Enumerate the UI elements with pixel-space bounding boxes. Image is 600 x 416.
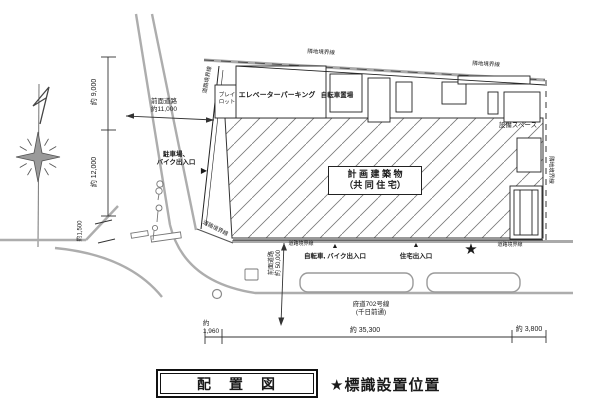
dim-south-left-line1: 約 <box>202 320 210 328</box>
boundary-road-south-center: 道路境界線 <box>288 241 314 247</box>
building-name-line2: （共 同 住 宅） <box>344 180 406 191</box>
building-name-box: 計 画 建 築 物 （共 同 住 宅） <box>328 166 422 195</box>
boundary-neighbor-top-right: 隣地境界線 <box>472 60 500 69</box>
dim-west-lower: 約 12,000 <box>90 156 98 188</box>
boundary-road-south-right: 道路境界線 <box>497 242 523 248</box>
road-name-line1: 府道702号線 <box>352 301 390 309</box>
dim-south-right: 約 3,800 <box>515 325 543 333</box>
play-lot-line1: プレイ <box>218 92 236 99</box>
residence-entrance-marker: ▲ <box>412 241 420 249</box>
dim-west-upper: 約 9,000 <box>90 78 98 106</box>
dim-corner-1500: 約1,500 <box>77 220 84 242</box>
front-road-south-line2: 約 50,000 <box>276 249 282 277</box>
dimension-lines <box>94 56 547 344</box>
dim-south-center: 約 35,300 <box>349 326 381 334</box>
drawing-title: 配 置 図 <box>160 373 314 394</box>
parking-entrance-line1: 駐車場、 <box>163 151 189 159</box>
road-islands <box>130 230 521 293</box>
building-name-line1: 計 画 建 築 物 <box>347 169 403 179</box>
road-name-label: 府道702号線 (千日前通) <box>353 301 390 317</box>
elevator-parking-label: エレベーターパーキング <box>238 91 316 99</box>
boundary-neighbor-top-left: 隣地境界線 <box>307 48 335 57</box>
site-structures <box>214 65 546 240</box>
tree-symbols <box>151 180 164 241</box>
bicycle-entrance-label: 自転車, バイク出入口 <box>304 253 366 261</box>
dimension-arrowheads <box>126 113 287 326</box>
title-box: 配 置 図 <box>156 369 318 398</box>
curb-circle <box>211 288 223 300</box>
parking-entrance-line2: バイク出入口 <box>156 159 196 166</box>
boundary-neighbor-right: 隣地境界線 <box>547 156 554 184</box>
play-lot-label: プレイ ロット <box>219 92 236 105</box>
play-lot-line2: ロット <box>218 99 236 105</box>
parking-bike-entrance-label: 駐車場、 バイク出入口 <box>157 151 196 167</box>
bicycle-entrance-marker: ▲ <box>331 242 339 250</box>
front-road-west-line1: 前面道路 <box>151 98 177 106</box>
equipment-space-label: 設備スペース <box>498 122 538 130</box>
north-arrow-icon <box>15 83 61 248</box>
dim-south-left-line2: 1,960 <box>202 328 220 335</box>
road-name-line2: (千日前通) <box>355 309 387 316</box>
dim-south-left: 約 1,960 <box>203 320 219 336</box>
residence-entrance-label: 住宅出入口 <box>399 253 433 261</box>
bicycle-parking-label: 自転車置場 <box>320 92 354 100</box>
parking-entrance-marker: ▶ <box>200 166 208 176</box>
front-road-west-line2: 約11,000 <box>151 106 177 113</box>
sign-position-star: ★ <box>464 241 478 258</box>
dim-front-road-south: 前面道路 約 50,000 <box>269 250 283 276</box>
dim-front-road-west: 前面道路 約11,000 <box>151 98 177 114</box>
sign-legend: ★標識設置位置 <box>330 377 441 394</box>
